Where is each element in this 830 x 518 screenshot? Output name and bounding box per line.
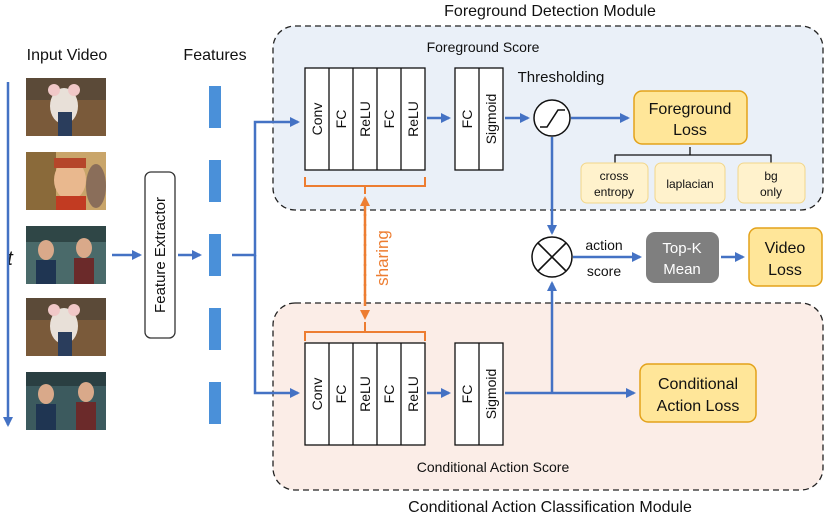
- cross-entropy-label: cross: [600, 169, 629, 183]
- feature-extractor-box: [144, 171, 176, 339]
- sharing-bracket-bottom: [304, 322, 426, 341]
- foreground-score-label: Foreground Score: [427, 39, 540, 55]
- topk-mean-box: [646, 232, 719, 283]
- input-video-label: Input Video: [27, 47, 108, 64]
- feature-bar: [209, 160, 221, 202]
- layer-relu: ReLU: [405, 101, 421, 137]
- feature-bar: [209, 308, 221, 350]
- laplacian-label: laplacian: [666, 177, 713, 191]
- feature-extractor-label: Feature Extractor: [152, 197, 169, 313]
- sharing-bracket-top: [304, 177, 426, 194]
- features-branch-line: [232, 117, 300, 257]
- sharing-label: sharing: [373, 230, 392, 286]
- layer-fc: FC: [381, 385, 397, 404]
- layer-fc: FC: [381, 110, 397, 129]
- foreground-head-block: FC Sigmoid: [454, 67, 504, 171]
- head-sigmoid: Sigmoid: [483, 369, 499, 420]
- feature-bar: [209, 86, 221, 128]
- time-axis-label: t: [7, 248, 14, 270]
- features-branch-line: [253, 255, 300, 398]
- layer-fc: FC: [333, 385, 349, 404]
- layer-conv: Conv: [309, 378, 325, 411]
- conditional-module-title: Conditional Action Classification Module: [408, 499, 692, 516]
- thresholding-label: Thresholding: [518, 69, 605, 86]
- layer-conv: Conv: [309, 103, 325, 136]
- topk-mean-label: Mean: [663, 261, 701, 278]
- layer-relu: ReLU: [405, 376, 421, 412]
- bg-only-box: [737, 162, 806, 204]
- video-frame-icon: [26, 298, 106, 356]
- conditional-layers-block: Conv FC ReLU FC ReLU: [304, 342, 426, 446]
- head-fc: FC: [459, 385, 475, 404]
- foreground-loss-label: Foreground: [649, 101, 732, 118]
- multiply-circle-icon: [531, 236, 573, 278]
- feature-bar: [209, 234, 221, 276]
- threshold-step-icon: [533, 99, 571, 137]
- bg-only-label: only: [760, 185, 782, 199]
- feature-bar: [209, 382, 221, 424]
- cross-entropy-label: entropy: [594, 185, 634, 199]
- conditional-action-loss-label: Conditional: [658, 376, 738, 393]
- features-label: Features: [183, 47, 246, 64]
- foreground-layers-block: Conv FC ReLU FC ReLU: [304, 67, 426, 171]
- conditional-score-label: Conditional Action Score: [417, 459, 570, 475]
- video-loss-label: Loss: [768, 262, 802, 279]
- conditional-action-loss-label: Action Loss: [657, 398, 740, 415]
- topk-mean-label: Top-K: [662, 240, 701, 257]
- foreground-loss-label: Loss: [673, 122, 707, 139]
- foreground-loss-box: [633, 90, 748, 145]
- laplacian-box: [654, 162, 726, 204]
- video-frame-icon: [26, 226, 106, 284]
- video-frame-icon: [26, 78, 106, 136]
- video-frame-icon: [26, 152, 106, 210]
- loss-components-bracket: [614, 147, 772, 163]
- foreground-module-title: Foreground Detection Module: [444, 3, 656, 20]
- head-sigmoid: Sigmoid: [483, 94, 499, 145]
- conditional-action-loss-box: [639, 363, 757, 423]
- layer-relu: ReLU: [357, 376, 373, 412]
- cross-entropy-box: [580, 162, 649, 204]
- layer-relu: ReLU: [357, 101, 373, 137]
- layer-fc: FC: [333, 110, 349, 129]
- video-loss-box: [748, 227, 823, 287]
- conditional-head-block: FC Sigmoid: [454, 342, 504, 446]
- video-frame-icon: [26, 372, 106, 430]
- video-loss-label: Video: [765, 240, 806, 257]
- bg-only-label: bg: [764, 169, 777, 183]
- action-score-label: action: [585, 237, 622, 253]
- head-fc: FC: [459, 110, 475, 129]
- action-score-label: score: [587, 263, 621, 279]
